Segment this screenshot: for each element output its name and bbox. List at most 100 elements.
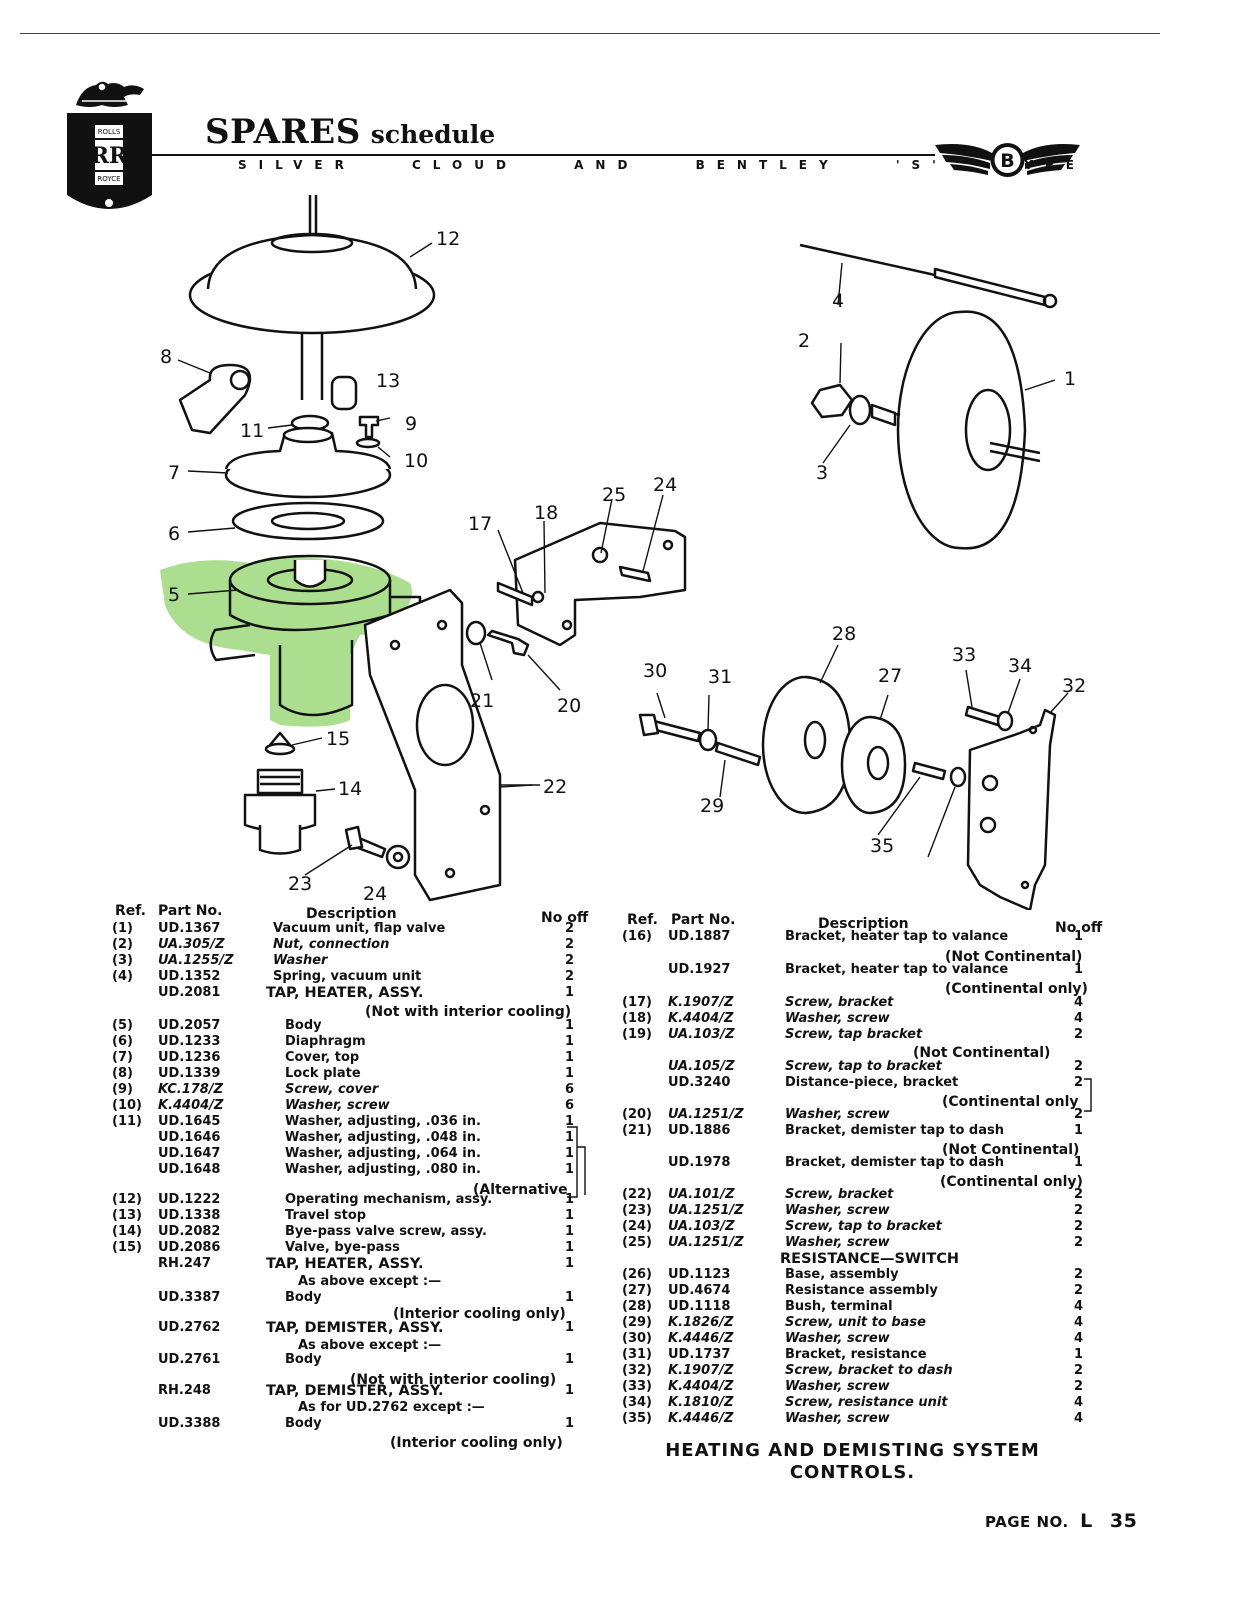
row-description: Washer, screw xyxy=(785,1379,890,1394)
row-description: Washer, adjusting, .080 in. xyxy=(285,1162,481,1177)
part-12-operating-mechanism xyxy=(188,195,436,400)
row-part-no: K.4404/Z xyxy=(668,1379,734,1394)
row-description: TAP, DEMISTER, ASSY. xyxy=(266,1383,444,1399)
page-num: 35 xyxy=(1109,1510,1138,1532)
row-ref: (15) xyxy=(112,1240,142,1255)
row-part-no: UD.1887 xyxy=(668,929,731,944)
row-qty: 1 xyxy=(565,1240,575,1255)
row-ref: (22) xyxy=(622,1187,652,1202)
row-part-no: UA.105/Z xyxy=(668,1059,735,1074)
row-description: Bracket, resistance xyxy=(785,1347,927,1362)
row-part-no: UA.1251/Z xyxy=(668,1235,744,1250)
row-description: Operating mechanism, assy. xyxy=(285,1192,493,1207)
row-ref: (27) xyxy=(622,1283,652,1298)
row-qty: 1 xyxy=(565,1290,575,1305)
row-qty: 2 xyxy=(1074,1283,1084,1298)
row-description: Screw, bracket to dash xyxy=(785,1363,953,1378)
row-description: Travel stop xyxy=(285,1208,367,1223)
row-description: Screw, tap bracket xyxy=(785,1027,923,1042)
row-part-no: UA.1255/Z xyxy=(158,953,234,968)
row-part-no: UD.1646 xyxy=(158,1130,221,1145)
right-header-ref: Ref. xyxy=(627,912,658,928)
row-qty: 4 xyxy=(1074,995,1084,1010)
row-ref: (21) xyxy=(622,1123,652,1138)
row-ref: (4) xyxy=(112,969,133,984)
row-qty: 1 xyxy=(565,1130,575,1145)
row-qty: 1 xyxy=(565,1050,575,1065)
bentley-b-text: B xyxy=(1000,150,1014,172)
row-ref: (34) xyxy=(622,1395,652,1410)
row-part-no: UA.1251/Z xyxy=(668,1107,744,1122)
row-qty: 2 xyxy=(1074,1203,1084,1218)
row-part-no: UD.1737 xyxy=(668,1347,731,1362)
callout-23: 24 xyxy=(363,883,387,905)
callout-28: 29 xyxy=(700,795,724,817)
callout-7: 7 xyxy=(168,462,180,484)
row-qty: 2 xyxy=(565,969,575,984)
row-qty: 1 xyxy=(565,1383,575,1398)
row-description: Screw, tap to bracket xyxy=(785,1059,942,1074)
row-qty: 1 xyxy=(565,1034,575,1049)
row-ref: (29) xyxy=(622,1315,652,1330)
part-16-bracket xyxy=(496,521,687,647)
row-qty: 1 xyxy=(1074,962,1084,977)
row-qty: 1 xyxy=(565,1208,575,1223)
left-header-ref: Ref. xyxy=(115,903,146,919)
row-ref: (6) xyxy=(112,1034,133,1049)
row-qty: 4 xyxy=(1074,1299,1084,1314)
row-description: TAP, HEATER, ASSY. xyxy=(266,985,424,1001)
callout-9: 9 xyxy=(405,413,417,435)
callout-25: 25 xyxy=(602,484,626,506)
top-rule xyxy=(20,33,1160,34)
section-title-line2: CONTROLS. xyxy=(789,1462,916,1483)
part-14-15-bypass-valve xyxy=(243,731,317,855)
row-part-no: RH.247 xyxy=(158,1256,211,1271)
row-part-no: UA.101/Z xyxy=(668,1187,735,1202)
row-qty: 1 xyxy=(565,1320,575,1335)
row-ref: (9) xyxy=(112,1082,133,1097)
part-8-lock-plate xyxy=(178,363,252,435)
row-qty: 2 xyxy=(1074,1267,1084,1282)
page-letter: L xyxy=(1080,1510,1093,1532)
row-part-no: UD.2761 xyxy=(158,1352,221,1367)
row-description: As above except :— xyxy=(298,1338,442,1353)
row-part-no: UD.2057 xyxy=(158,1018,221,1033)
row-description: Washer, screw xyxy=(785,1331,890,1346)
right-header-part: Part No. xyxy=(671,912,736,928)
row-part-no: UD.1648 xyxy=(158,1162,221,1177)
row-part-no: UD.1236 xyxy=(158,1050,221,1065)
row-qty: 2 xyxy=(1074,1075,1084,1090)
note-not-continental-3: (Not Continental) xyxy=(942,1142,1080,1158)
row-ref: (7) xyxy=(112,1050,133,1065)
row-ref: (13) xyxy=(112,1208,142,1223)
row-description: Washer, screw xyxy=(785,1107,890,1122)
row-part-no: UA.103/Z xyxy=(668,1219,735,1234)
callout-2: 2 xyxy=(798,330,810,352)
row-ref: (17) xyxy=(622,995,652,1010)
bentley-logo: B xyxy=(935,143,1080,177)
row-part-no: UD.1118 xyxy=(668,1299,731,1314)
row-part-no: UD.1123 xyxy=(668,1267,731,1282)
part-27-resistance-assembly xyxy=(761,675,852,815)
row-qty: 2 xyxy=(1074,1235,1084,1250)
page-number: PAGE NO. L 35 xyxy=(985,1510,1137,1532)
row-part-no: K.4446/Z xyxy=(668,1331,734,1346)
row-description: Body xyxy=(285,1290,322,1305)
row-description: Washer, screw xyxy=(285,1098,390,1113)
row-qty: 4 xyxy=(1074,1011,1084,1026)
row-ref: (24) xyxy=(622,1219,652,1234)
note-not-interior-1: (Not with interior cooling) xyxy=(365,1004,572,1020)
row-description: Washer, screw xyxy=(785,1235,890,1250)
row-description: Washer, adjusting, .036 in. xyxy=(285,1114,481,1129)
row-description: Body xyxy=(285,1416,322,1431)
row-part-no: K.1810/Z xyxy=(668,1395,734,1410)
row-part-no: UD.1645 xyxy=(158,1114,221,1129)
subtitle: SILVER CLOUD AND BENTLEY 'S' TYPE xyxy=(238,158,1086,172)
callout-30: 31 xyxy=(708,666,732,688)
logo-text-rolls: ROLLS xyxy=(98,128,121,136)
callout-26: 27 xyxy=(878,665,902,687)
row-qty: 2 xyxy=(565,921,575,936)
row-part-no: K.1907/Z xyxy=(668,995,734,1010)
part-31-bracket-resistance xyxy=(966,708,1057,910)
left-header-part: Part No. xyxy=(158,903,223,919)
